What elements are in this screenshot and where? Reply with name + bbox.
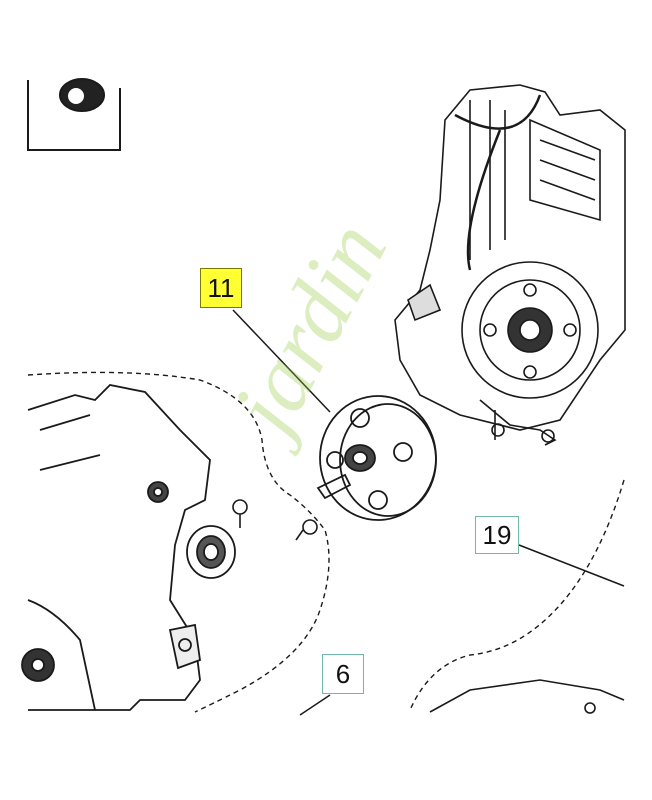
clutch-drum	[316, 395, 437, 521]
inset-frame-top-left	[27, 78, 121, 151]
leader-lines	[232, 309, 625, 716]
gear-housing	[21, 384, 211, 711]
engine-block	[394, 84, 626, 446]
dashed-outline-right	[409, 479, 625, 711]
leader-line-11	[232, 309, 331, 413]
callout-6: 6	[322, 654, 364, 694]
screw-pair	[232, 499, 318, 541]
callout-19: 19	[475, 516, 519, 554]
callout-11: 11	[200, 268, 242, 308]
leader-line-6	[299, 694, 331, 716]
leader-line-19	[518, 544, 625, 587]
bearing	[186, 525, 236, 579]
lower-right-part	[429, 679, 625, 714]
